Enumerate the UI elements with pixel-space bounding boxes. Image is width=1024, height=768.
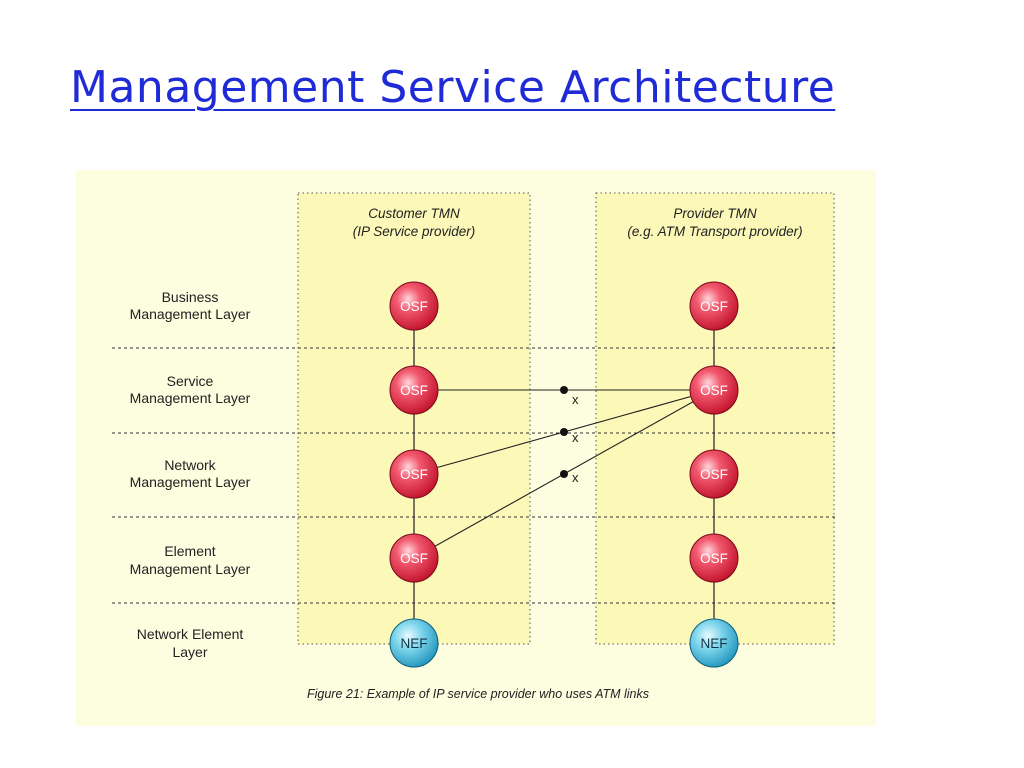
interface-mark: x [572,392,579,407]
node-label: OSF [400,551,428,566]
column-headers: Customer TMN (IP Service provider) Provi… [353,206,803,239]
node-label: OSF [400,467,428,482]
figure-caption: Figure 21: Example of IP service provide… [307,687,649,701]
osf-node: OSF [389,449,439,499]
customer-nodes: OSF OSF OSF OSF NEF [389,281,439,668]
node-label: OSF [700,383,728,398]
slide-title: Management Service Architecture [70,62,836,113]
layer-separators [112,347,838,604]
osf-node: OSF [389,533,439,583]
interface-dot [560,470,568,478]
interface-dot [560,386,568,394]
osf-node: OSF [689,449,739,499]
interface-points: x x x [560,386,579,485]
network-element-layer-label-line1: Network Element [137,626,244,642]
osf-node: OSF [689,365,739,415]
osf-node: OSF [389,365,439,415]
business-layer-label-line2: Management Layer [130,306,251,322]
business-layer-label-line1: Business [162,289,219,305]
provider-nodes: OSF OSF OSF OSF NEF [689,281,739,668]
provider-tmn-header-line1: Provider TMN [673,206,757,221]
osf-node: OSF [689,281,739,331]
service-layer-label-line2: Management Layer [130,390,251,406]
provider-tmn-header-line2: (e.g. ATM Transport provider) [627,224,802,239]
node-label: OSF [700,299,728,314]
node-label: OSF [400,299,428,314]
customer-tmn-header-line1: Customer TMN [368,206,460,221]
node-label: NEF [401,636,428,651]
node-label: OSF [700,467,728,482]
network-layer-label-line1: Network [164,457,216,473]
service-layer-label-line1: Service [167,373,214,389]
interface-dot [560,428,568,436]
osf-node: OSF [389,281,439,331]
interface-mark: x [572,470,579,485]
nef-node: NEF [689,618,739,668]
element-layer-label-line2: Management Layer [130,561,251,577]
interface-mark: x [572,430,579,445]
node-label: OSF [700,551,728,566]
layer-labels: Business Management Layer Service Manage… [130,289,251,660]
nef-node: NEF [389,618,439,668]
element-layer-label-line1: Element [164,543,215,559]
network-element-layer-label-line2: Layer [172,644,207,660]
network-layer-label-line2: Management Layer [130,474,251,490]
node-label: OSF [400,383,428,398]
customer-tmn-header-line2: (IP Service provider) [353,224,476,239]
osf-node: OSF [689,533,739,583]
node-label: NEF [701,636,728,651]
